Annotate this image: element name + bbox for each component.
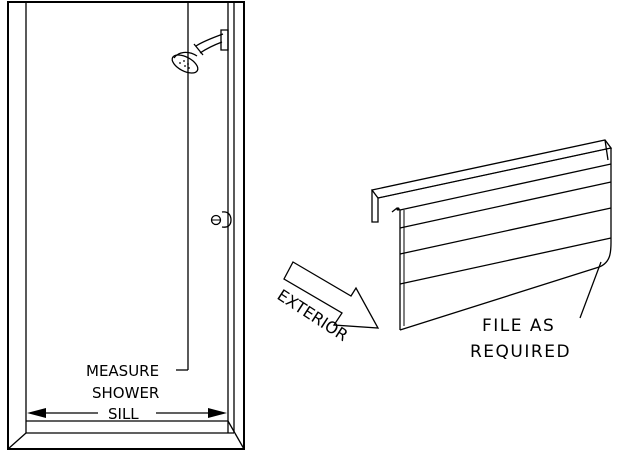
sill-label: SILL — [108, 405, 139, 423]
measure-label: MEASURE — [86, 362, 159, 380]
shower-valve-icon — [210, 211, 232, 228]
required-label: REQUIRED — [470, 342, 571, 362]
exterior-arrow-icon — [283, 261, 380, 329]
sill-dimension-line — [27, 408, 227, 418]
file-as-label: FILE AS — [482, 316, 555, 336]
shower-enclosure — [7, 1, 245, 450]
shower-head-icon — [171, 29, 229, 74]
enclosure-outer-frame — [7, 1, 245, 450]
sill-extrusion — [370, 139, 613, 331]
file-leader-line — [579, 261, 602, 319]
sill-corner-left — [7, 432, 27, 450]
sill-corner-right — [227, 420, 245, 450]
shower-label: SHOWER — [92, 384, 159, 402]
